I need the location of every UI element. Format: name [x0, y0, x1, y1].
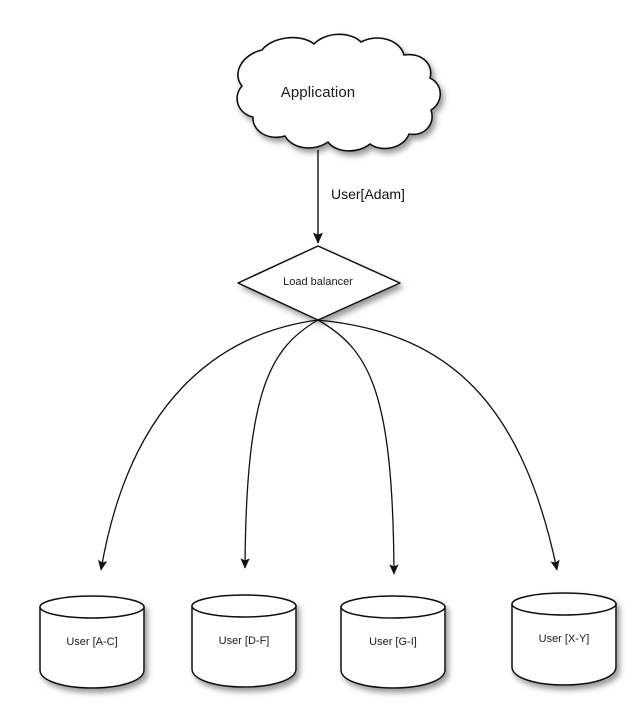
application-cloud-shape — [236, 33, 442, 152]
database-cylinder-2 — [191, 594, 297, 688]
database-cylinder-4 — [511, 592, 617, 686]
database-cylinder-1 — [39, 595, 145, 689]
database-cylinder-3 — [340, 595, 446, 689]
edge-balancer-to-db-1 — [98, 319, 319, 571]
edge-balancer-to-db-4 — [317, 319, 560, 571]
edge-balancer-to-db-3 — [317, 319, 399, 575]
load-balancer-shape — [237, 245, 401, 321]
edge-balancer-to-db-2 — [240, 319, 319, 569]
